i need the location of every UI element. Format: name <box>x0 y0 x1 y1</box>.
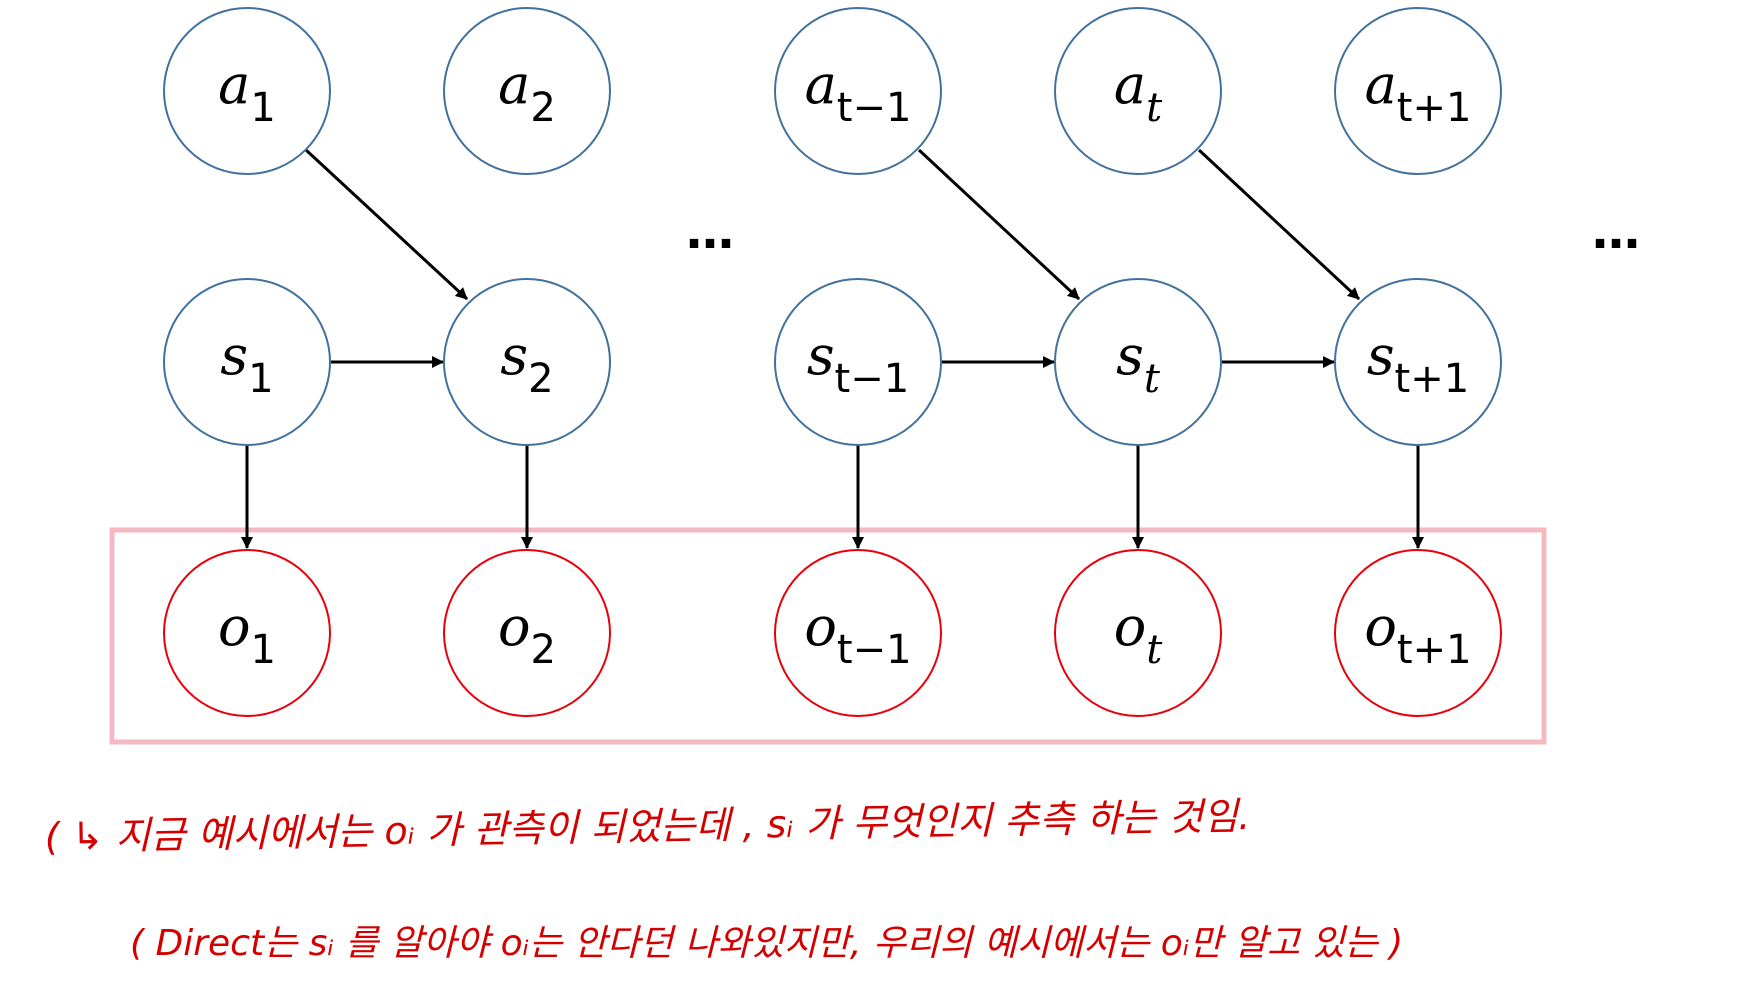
node-o-2: o2 <box>443 549 611 717</box>
svg-text:s2: s2 <box>500 324 553 402</box>
annotation-line-1: ( ↳ 지금 예시에서는 oᵢ 가 관측이 되었는데 , sᵢ 가 무엇인지 추… <box>44 794 1250 859</box>
svg-text:at: at <box>1114 53 1163 131</box>
node-label: s <box>1116 324 1144 387</box>
svg-text:st−1: st−1 <box>807 324 909 402</box>
node-subscript: t <box>1146 85 1163 131</box>
node-subscript: t <box>1146 627 1163 673</box>
node-o-t: ot <box>1054 549 1222 717</box>
node-subscript: 1 <box>248 356 273 402</box>
ellipsis-right: … <box>1592 204 1640 260</box>
node-label: a <box>1365 53 1397 116</box>
node-subscript: 2 <box>530 85 555 131</box>
node-s-t-1: st−1 <box>774 278 942 446</box>
node-o-t+1: ot+1 <box>1334 549 1502 717</box>
node-label: o <box>1114 595 1147 658</box>
node-label: s <box>500 324 528 387</box>
node-subscript: t+1 <box>1397 85 1472 131</box>
svg-text:s1: s1 <box>220 324 273 402</box>
node-s-t: st <box>1054 278 1222 446</box>
node-label: o <box>1364 595 1397 658</box>
node-label: a <box>498 53 530 116</box>
node-label: s <box>807 324 835 387</box>
node-subscript: 1 <box>250 85 275 131</box>
edges <box>241 148 1424 549</box>
node-subscript: t−1 <box>835 356 910 402</box>
node-a-1: a1 <box>163 7 331 175</box>
ellipsis-middle: … <box>686 204 734 260</box>
node-subscript: t+1 <box>1395 356 1470 402</box>
node-o-1: o1 <box>163 549 331 717</box>
node-label: a <box>805 53 837 116</box>
annotation-line-2: ( Direct는 sᵢ 를 알아야 oᵢ는 안다던 나와있지만, 우리의 예시… <box>130 923 1403 964</box>
svg-text:a1: a1 <box>218 53 276 131</box>
svg-text:o1: o1 <box>218 595 276 673</box>
node-a-t+1: at+1 <box>1334 7 1502 175</box>
svg-text:at−1: at−1 <box>805 53 912 131</box>
node-label: o <box>498 595 531 658</box>
node-subscript: t−1 <box>837 85 912 131</box>
edge-at-1-st <box>917 148 1081 301</box>
node-subscript: 1 <box>251 627 276 673</box>
svg-text:st+1: st+1 <box>1367 324 1469 402</box>
svg-text:at+1: at+1 <box>1365 53 1472 131</box>
edge-at-st+1 <box>1197 148 1361 301</box>
node-s-2: s2 <box>443 278 611 446</box>
node-subscript: 2 <box>531 627 556 673</box>
node-label: a <box>1114 53 1146 116</box>
svg-text:ot+1: ot+1 <box>1364 595 1471 673</box>
node-subscript: t−1 <box>837 627 912 673</box>
node-label: s <box>1367 324 1395 387</box>
svg-text:ot: ot <box>1114 595 1164 673</box>
node-label: o <box>804 595 837 658</box>
node-s-1: s1 <box>163 278 331 446</box>
node-label: s <box>220 324 248 387</box>
state-row: s1 s2 st−1 st st+1 <box>163 278 1502 446</box>
node-subscript: t <box>1144 356 1161 402</box>
svg-text:st: st <box>1116 324 1161 402</box>
action-row: a1 a2 at−1 at at+1 <box>163 7 1502 175</box>
node-o-t-1: ot−1 <box>774 549 942 717</box>
edge-a1-s2 <box>304 148 469 301</box>
observation-row: o1 o2 ot−1 ot ot+1 <box>163 549 1502 717</box>
svg-text:ot−1: ot−1 <box>804 595 911 673</box>
svg-text:a2: a2 <box>498 53 556 131</box>
node-a-t-1: at−1 <box>774 7 942 175</box>
node-a-t: at <box>1054 7 1222 175</box>
node-label: o <box>218 595 251 658</box>
svg-text:o2: o2 <box>498 595 556 673</box>
node-s-t+1: st+1 <box>1334 278 1502 446</box>
node-subscript: t+1 <box>1397 627 1472 673</box>
node-subscript: 2 <box>528 356 553 402</box>
node-label: a <box>218 53 250 116</box>
node-a-2: a2 <box>443 7 611 175</box>
observed-region-box <box>109 527 1547 745</box>
